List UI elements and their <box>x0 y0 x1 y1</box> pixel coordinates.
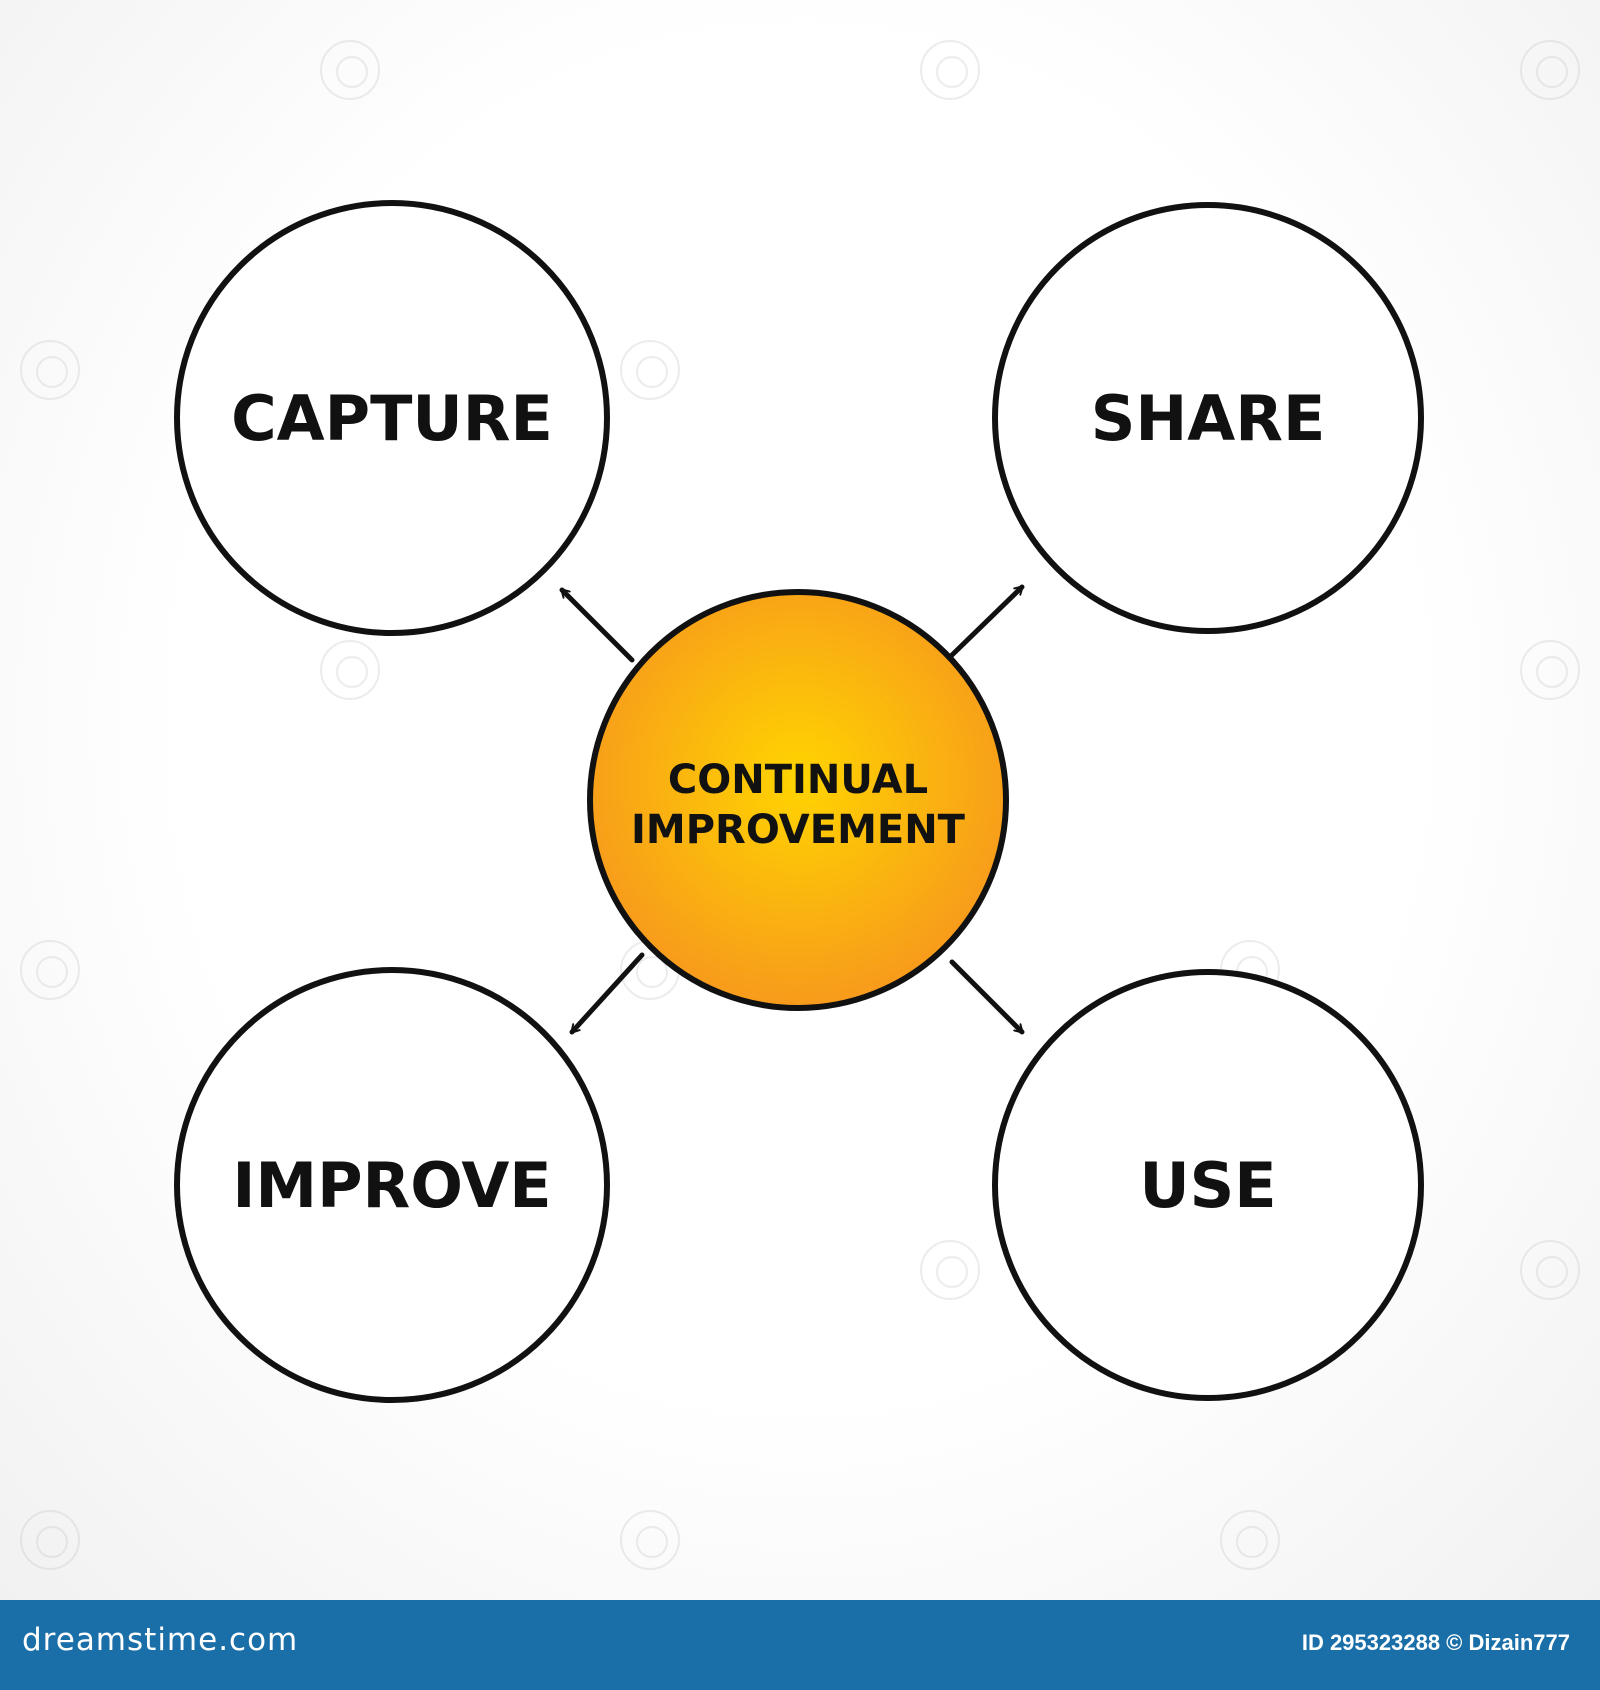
arrow-to-use <box>949 959 1025 1035</box>
center-node <box>587 589 1009 1011</box>
share-node <box>992 202 1424 634</box>
watermark-icon <box>320 40 380 100</box>
watermark-icon <box>920 1240 980 1300</box>
use-label: USE <box>1139 1149 1276 1222</box>
footer-brand[interactable]: dreamstime.com <box>22 1622 299 1658</box>
watermark-icon <box>20 940 80 1000</box>
watermark-icon <box>320 640 380 700</box>
capture-node <box>174 200 610 636</box>
watermark-icon <box>620 1510 680 1570</box>
watermark-icon <box>920 40 980 100</box>
watermark-icon <box>20 1510 80 1570</box>
mind-map-svg: CAPTURE SHARE IMPROVE USE CONTINUAL IMPR… <box>174 200 1424 1403</box>
diagram-canvas: CAPTURE SHARE IMPROVE USE CONTINUAL IMPR… <box>0 0 1600 1600</box>
watermark-icon <box>1520 1240 1580 1300</box>
footer-image-id: ID 295323288 © Dizain777 <box>1301 1630 1570 1655</box>
center-label-line1: CONTINUAL <box>668 757 928 803</box>
watermark-icon <box>620 340 680 400</box>
footer-bar: dreamstime.com ID 295323288 © Dizain777 <box>0 1600 1600 1690</box>
watermark-icon <box>1520 40 1580 100</box>
use-node <box>992 969 1424 1401</box>
center-label-line2: IMPROVEMENT <box>631 807 966 853</box>
watermark-icon <box>1220 1510 1280 1570</box>
capture-label: CAPTURE <box>231 382 553 455</box>
improve-node <box>174 967 610 1403</box>
arrow-to-share <box>949 584 1025 658</box>
arrow-to-improve <box>569 952 645 1035</box>
arrow-to-capture <box>559 587 635 663</box>
watermark-icon <box>20 340 80 400</box>
share-label: SHARE <box>1091 382 1326 455</box>
improve-label: IMPROVE <box>232 1149 551 1222</box>
watermark-icon <box>1520 640 1580 700</box>
